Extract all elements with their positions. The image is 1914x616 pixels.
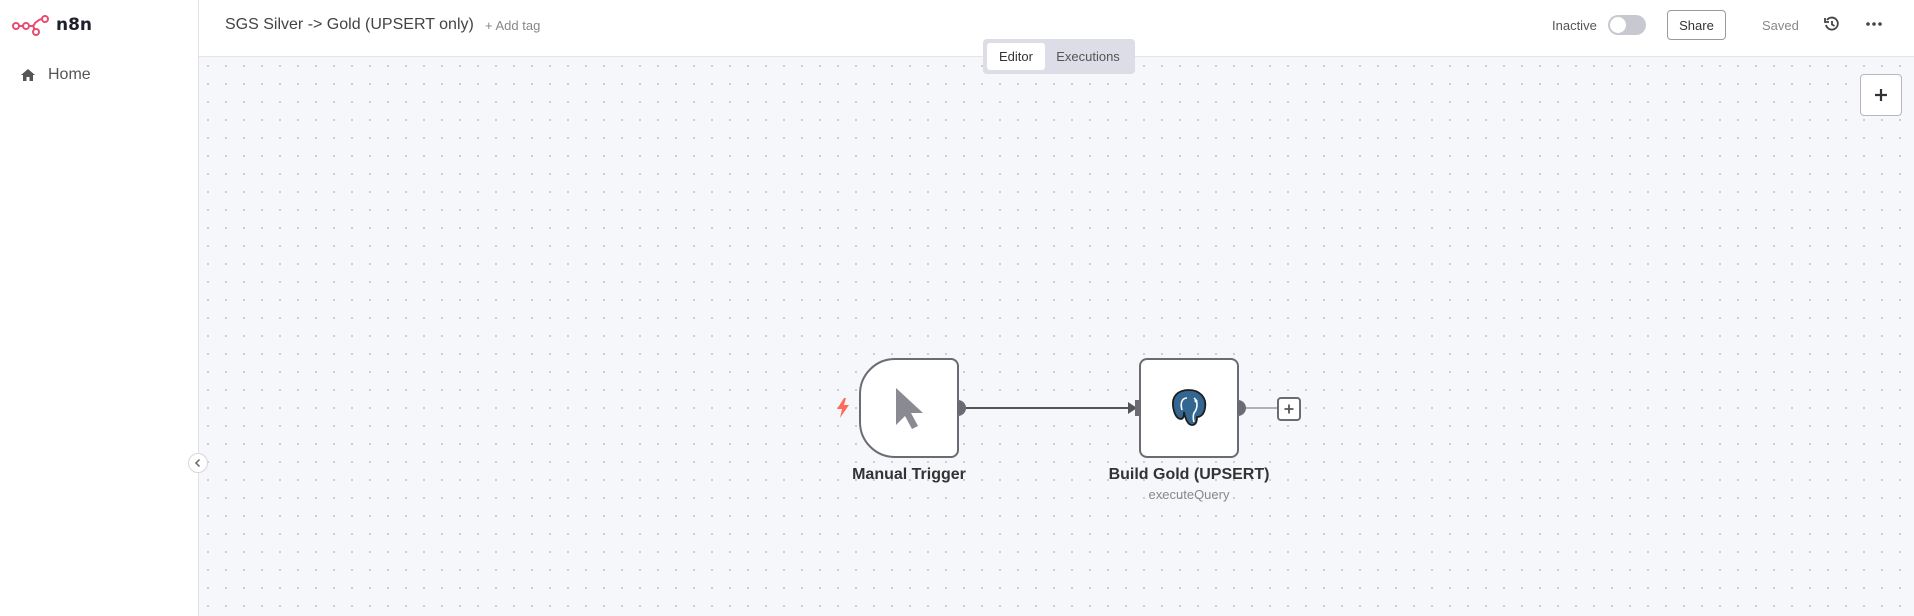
sidebar-item-home[interactable]: Home	[20, 66, 91, 84]
saved-status: Saved	[1762, 18, 1799, 33]
mode-switch: Editor Executions	[983, 39, 1135, 74]
tab-editor[interactable]: Editor	[987, 43, 1045, 70]
logo[interactable]: n8n	[12, 14, 92, 36]
history-icon[interactable]	[1823, 15, 1841, 33]
sidebar: n8n Home	[0, 0, 199, 616]
active-toggle[interactable]	[1608, 15, 1646, 35]
workflow-name[interactable]: SGS Silver -> Gold (UPSERT only)	[225, 16, 474, 33]
sidebar-item-label: Home	[48, 66, 91, 83]
home-icon	[21, 69, 35, 81]
node-label: Build Gold (UPSERT)	[1108, 466, 1270, 483]
trigger-bolt-icon	[837, 398, 849, 418]
workflow-canvas[interactable]	[199, 57, 1914, 616]
chevron-left-icon	[194, 458, 201, 468]
more-options-icon[interactable]	[1865, 15, 1883, 33]
add-next-node-button[interactable]	[1277, 397, 1301, 421]
share-button[interactable]: Share	[1667, 10, 1726, 40]
node-label: Manual Trigger	[852, 466, 966, 483]
toggle-knob	[1610, 17, 1626, 33]
node-manual-trigger[interactable]	[859, 358, 959, 458]
add-node-button[interactable]	[1860, 74, 1902, 116]
plus-icon	[1875, 89, 1887, 101]
plus-icon	[1284, 404, 1294, 414]
active-status-label: Inactive	[1552, 18, 1597, 33]
add-tag-button[interactable]: + Add tag	[485, 18, 541, 33]
collapse-sidebar-button[interactable]	[188, 453, 208, 473]
postgres-icon	[1172, 389, 1207, 426]
n8n-logo-icon	[12, 15, 49, 36]
app-name: n8n	[56, 15, 93, 35]
node-subtitle: executeQuery	[1148, 487, 1230, 502]
node-build-gold-upsert[interactable]	[1139, 358, 1239, 458]
tab-executions[interactable]: Executions	[1056, 49, 1120, 64]
cursor-icon	[896, 388, 923, 429]
